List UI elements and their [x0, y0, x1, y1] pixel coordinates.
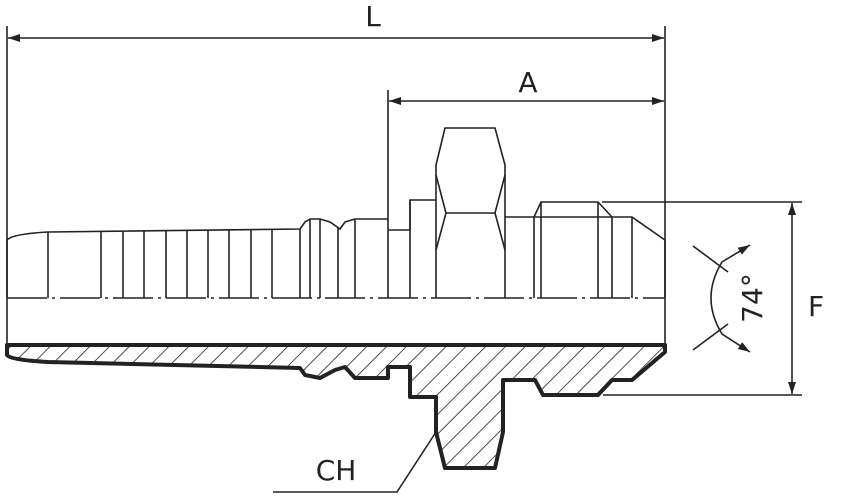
dimension-f: F [602, 201, 824, 396]
dimension-l: L [6, 0, 666, 345]
dimension-angle: 74° [692, 244, 769, 353]
hex-label: CH [316, 454, 357, 487]
dimension-f-label: F [808, 290, 824, 323]
dimension-a: A [387, 66, 664, 220]
angle-label: 74° [736, 273, 769, 323]
dimension-l-label: L [365, 0, 381, 33]
fitting-outline [6, 127, 666, 299]
section-view [5, 343, 667, 470]
dimension-a-label: A [518, 66, 537, 99]
hex-callout: CH [273, 431, 437, 493]
